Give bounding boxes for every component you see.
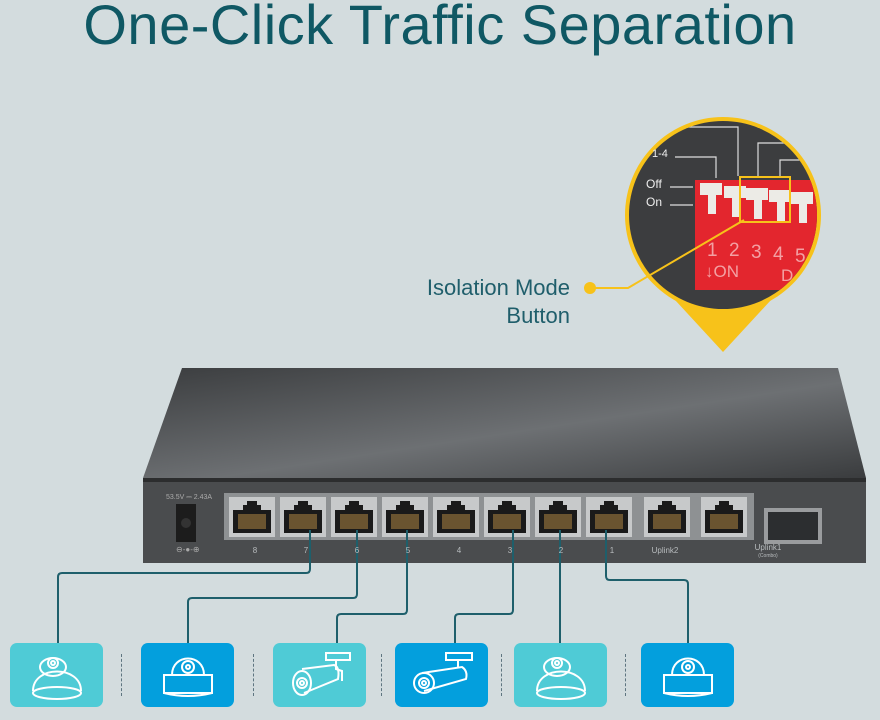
uplink-port xyxy=(644,497,690,537)
power-polarity-symbol: ⊖-●-⊕ xyxy=(176,545,200,554)
uplink-port xyxy=(701,497,747,537)
uplink2-label: Uplink2 xyxy=(651,546,679,555)
rj45-port xyxy=(535,497,581,537)
device-tile-ptz-dome-camera xyxy=(141,643,234,707)
ptz-dome-camera-icon xyxy=(162,657,213,697)
uplink1-sublabel: (Combo) xyxy=(758,553,778,559)
rj45-port xyxy=(433,497,479,537)
device-tile-dome-camera xyxy=(514,643,607,707)
dip-off-label: Off xyxy=(646,177,662,191)
magnifier-callout xyxy=(584,117,821,352)
bullet-camera-icon xyxy=(291,652,351,696)
highlight-box xyxy=(739,176,791,223)
device-tile-bullet-camera xyxy=(273,643,366,707)
port-label: 5 xyxy=(405,546,411,555)
divider xyxy=(625,654,626,696)
dip-number: 3 xyxy=(751,242,762,263)
bullet-camera-icon xyxy=(412,652,473,694)
divider xyxy=(501,654,502,696)
dip-group-label: 1-4 xyxy=(652,148,668,160)
dome-camera-icon xyxy=(535,657,586,700)
rj45-port xyxy=(484,497,530,537)
dip-number: 4 xyxy=(773,244,784,265)
rj45-port xyxy=(382,497,428,537)
device-tile-bullet-camera xyxy=(395,643,488,707)
dip-on-marker: ↓ON xyxy=(705,262,739,281)
port-label: 1 xyxy=(609,546,615,555)
dip-on-label: On xyxy=(646,195,663,209)
rj45-port xyxy=(229,497,275,537)
switch-top xyxy=(143,368,866,478)
uplink1-label: Uplink1 xyxy=(754,543,782,552)
isolation-mode-callout: Isolation Mode Button xyxy=(427,274,570,330)
port-label: 8 xyxy=(252,546,258,555)
divider xyxy=(121,654,122,696)
network-switch xyxy=(143,368,866,563)
port-label: 2 xyxy=(558,546,564,555)
ptz-dome-camera-icon xyxy=(662,657,713,697)
rj45-port xyxy=(586,497,632,537)
power-rating: 53.5V ⎓ 2.43A xyxy=(166,494,213,501)
port-label: 6 xyxy=(354,546,360,555)
dip-partial-label: D xyxy=(781,266,794,285)
page-title: One-Click Traffic Separation xyxy=(83,0,797,56)
port-label: 3 xyxy=(507,546,513,555)
dome-camera-icon xyxy=(31,657,82,700)
callout-line2: Button xyxy=(506,303,570,328)
divider xyxy=(253,654,254,696)
callout-line1: Isolation Mode xyxy=(426,275,570,300)
rj45-port xyxy=(331,497,377,537)
dip-number: 1 xyxy=(707,240,718,261)
port-label: 7 xyxy=(303,546,309,555)
device-tile-ptz-dome-camera xyxy=(641,643,734,707)
divider xyxy=(381,654,382,696)
rj45-port xyxy=(280,497,326,537)
wires xyxy=(57,530,689,643)
port-label: 4 xyxy=(456,546,462,555)
device-tile-dome-camera xyxy=(10,643,103,707)
dip-number: 2 xyxy=(729,240,740,261)
dip-number: 5 xyxy=(795,246,806,267)
callout-dot xyxy=(584,282,596,294)
